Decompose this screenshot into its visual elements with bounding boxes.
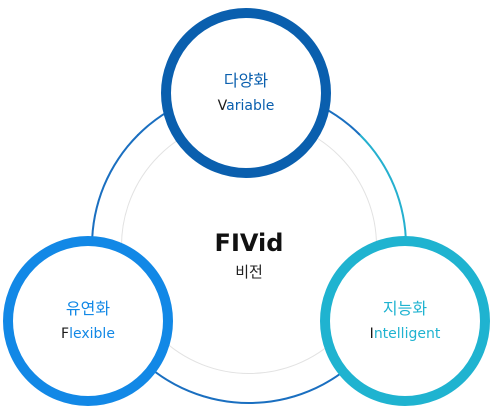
node-variable-english-rest: ariable: [226, 98, 275, 114]
node-variable: 다양화 Variable: [161, 8, 331, 178]
node-variable-korean: 다양화: [223, 71, 269, 90]
node-intelligent: 지능화 Intelligent: [320, 236, 490, 406]
node-flexible: 유연화 Flexible: [3, 236, 173, 406]
center-title: FIVid: [214, 229, 284, 257]
node-intelligent-english-rest: ntelligent: [373, 326, 441, 342]
node-variable-english-initial: V: [217, 98, 227, 114]
node-intelligent-english: Intelligent: [370, 324, 441, 344]
node-flexible-english: Flexible: [61, 324, 115, 344]
node-flexible-english-rest: lexible: [69, 326, 115, 342]
center-label: FIVid 비전: [149, 228, 349, 282]
center-subtitle: 비전: [235, 263, 263, 281]
node-intelligent-english-initial: I: [369, 326, 374, 342]
node-flexible-korean: 유연화: [65, 299, 111, 318]
node-flexible-english-initial: F: [61, 326, 70, 342]
node-intelligent-korean: 지능화: [382, 299, 428, 318]
node-variable-english: Variable: [218, 96, 275, 116]
